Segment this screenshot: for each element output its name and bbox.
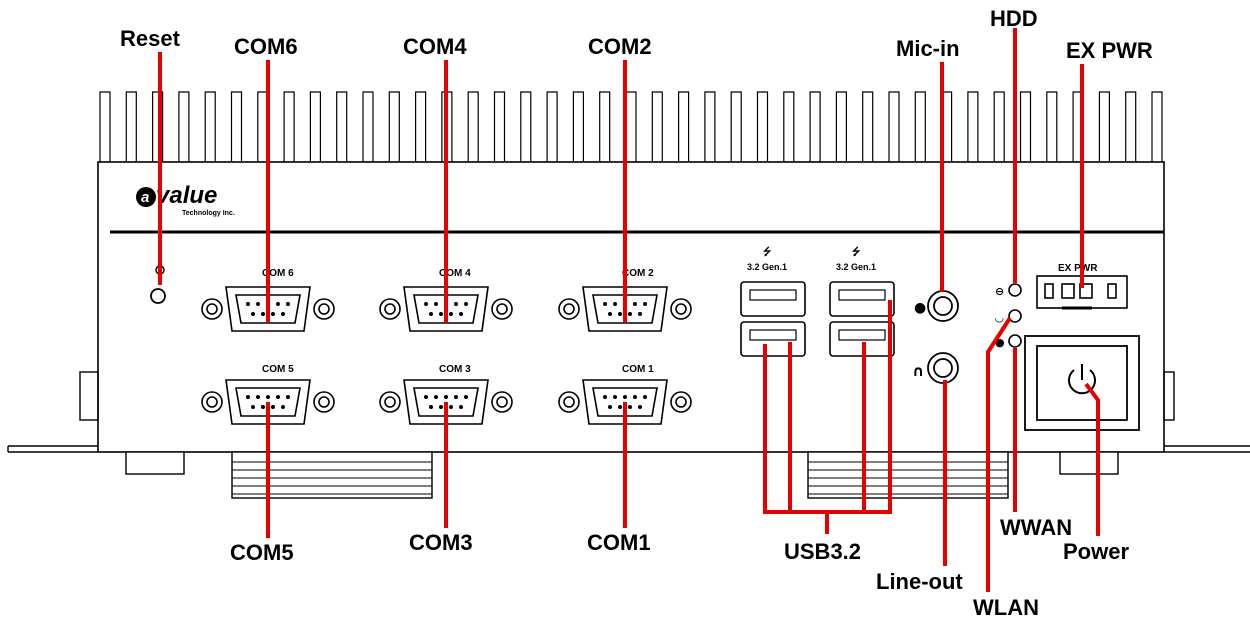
usb-callout: USB3.2 (784, 539, 862, 564)
heatsink-fin (415, 91, 427, 162)
heatsink-fin (967, 91, 979, 162)
heatsink-fin (467, 91, 479, 162)
com4-callout: COM4 (403, 34, 467, 59)
heatsink-fins (99, 91, 1163, 162)
heatsink-fin (1151, 91, 1163, 162)
heatsink-fin (809, 91, 821, 162)
heatsink-fin (204, 91, 216, 162)
heatsink-fin (862, 91, 874, 162)
heatsink-fin (599, 91, 611, 162)
hdd-led (1008, 283, 1022, 297)
usb-icon: ⭍ (763, 246, 772, 258)
usb-panel-labels: ⭍ ⭍ 3.2 Gen.1 3.2 Gen.1 (747, 246, 876, 272)
wlan-led (1008, 309, 1022, 323)
wwan-led-icon: ● (995, 336, 1005, 349)
heatsink-fin (125, 91, 137, 162)
com-ports (201, 286, 692, 425)
heatsink-fin (783, 91, 795, 162)
wlan-callout: WLAN (973, 595, 1039, 620)
heatsink-fin (283, 91, 295, 162)
heatsink-fin (336, 91, 348, 162)
power-callout: Power (1063, 539, 1130, 564)
usb-left-label: 3.2 Gen.1 (747, 262, 787, 272)
heatsink-fin (309, 91, 321, 162)
heatsink-fin (625, 91, 637, 162)
com5-panel-label: COM 5 (262, 364, 294, 375)
leader-lines (158, 28, 1100, 592)
heatsink-fin (178, 91, 190, 162)
line-out-callout: Line-out (876, 569, 963, 594)
heatsink-fin (993, 91, 1005, 162)
com6-callout: COM6 (234, 34, 298, 59)
heatsink-fin (520, 91, 532, 162)
com3-panel-label: COM 3 (439, 364, 471, 375)
foot-grille-lines (232, 461, 1008, 495)
power-icon (1068, 364, 1096, 395)
com5-port[interactable] (201, 379, 335, 425)
usb-port-tongues (749, 289, 886, 341)
com-panel-labels: COM 6 COM 4 COM 2 COM 5 COM 3 COM 1 (262, 268, 654, 375)
com1-callout: COM1 (587, 530, 651, 555)
heatsink-fin (152, 91, 164, 162)
heatsink-fin (704, 91, 716, 162)
com6-panel-label: COM 6 (262, 268, 294, 279)
heatsink-fin (835, 91, 847, 162)
reset-callout: Reset (120, 26, 180, 51)
ex-pwr-panel-label: EX PWR (1058, 263, 1098, 274)
mic-in-callout: Mic-in (896, 36, 960, 61)
heatsink-fin (888, 91, 900, 162)
com4-panel-label: COM 4 (439, 268, 471, 279)
wwan-led (1008, 334, 1022, 348)
com1-port[interactable] (558, 379, 692, 425)
com1-panel-label: COM 1 (622, 364, 654, 375)
hdd-callout: HDD (990, 6, 1038, 31)
heatsink-fin (914, 91, 926, 162)
chassis-feet (125, 451, 1119, 499)
com3-callout: COM3 (409, 530, 473, 555)
wlan-leader (986, 316, 1012, 592)
heatsink-fin (493, 91, 506, 162)
mounting-bracket-right (1163, 371, 1250, 453)
mic-icon: ● (914, 300, 926, 316)
heatsink-fin (572, 91, 584, 162)
status-leds (1008, 283, 1022, 348)
heatsink-fin (730, 91, 742, 162)
wwan-callout: WWAN (1000, 515, 1073, 540)
power-leader (1084, 382, 1100, 536)
heatsink-fin (388, 91, 400, 162)
heatsink-fin (362, 91, 374, 162)
led-icons: ⊖ ◡ ● (995, 285, 1005, 349)
com2-callout: COM2 (588, 34, 652, 59)
heatsink-fin (1019, 91, 1032, 162)
heatsink-fin (1098, 91, 1110, 162)
hdd-led-icon: ⊖ (995, 285, 1004, 298)
com2-panel-label: COM 2 (622, 268, 654, 279)
logo-mark (136, 187, 156, 207)
heatsink-fin (99, 91, 111, 162)
heatsink-fin (1046, 91, 1058, 162)
com5-callout: COM5 (230, 540, 294, 565)
wlan-led-icon: ◡ (995, 311, 1004, 324)
logo-subtitle: Technology Inc. (182, 210, 235, 217)
usb-right-label: 3.2 Gen.1 (836, 262, 876, 272)
heatsink-fin (756, 91, 769, 162)
brand-logo: a value Technology Inc. (136, 182, 235, 217)
heatsink-fin (230, 91, 243, 162)
heatsink-fin (546, 91, 558, 162)
power-button[interactable] (1024, 335, 1140, 431)
com6-port[interactable] (201, 286, 335, 332)
com4-port[interactable] (379, 286, 513, 332)
mounting-bracket-left (7, 371, 99, 453)
heatsink-fin (651, 91, 663, 162)
com3-port[interactable] (379, 379, 513, 425)
headphone-icon: ∩ (912, 362, 924, 380)
usb-icon: ⭍ (852, 246, 861, 258)
ex-pwr-callout: EX PWR (1066, 38, 1153, 63)
heatsink-fin (1125, 91, 1137, 162)
logo-mark-letter: a (141, 189, 149, 206)
logo-word: value (156, 182, 217, 209)
heatsink-fin (678, 91, 690, 162)
